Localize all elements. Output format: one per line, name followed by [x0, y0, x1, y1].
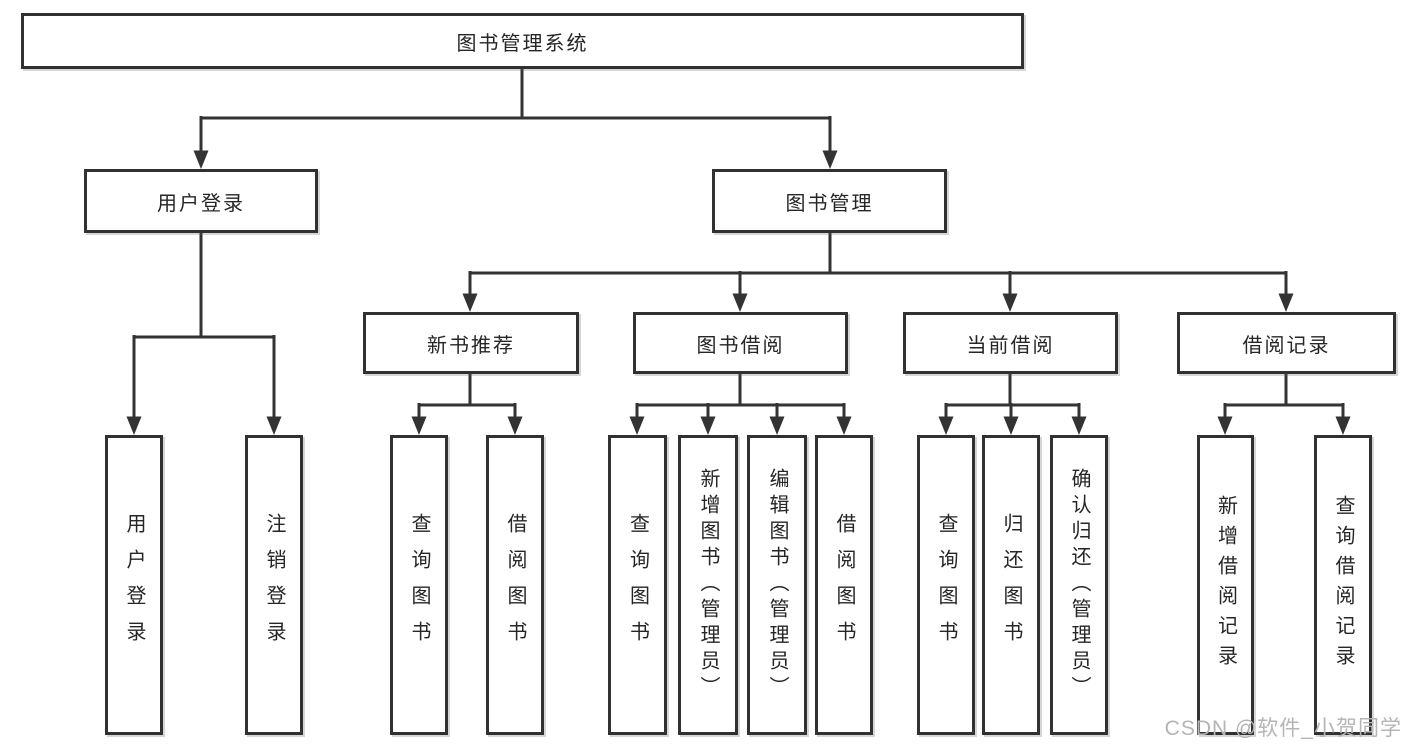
node-label: 新增图书（管理员）	[697, 468, 719, 702]
node-label: 查询图书	[626, 513, 649, 657]
node-book-borrowing: 图书借阅	[633, 312, 848, 374]
node-label: 确认归还（管理员）	[1068, 468, 1090, 702]
node-add-book-admin: 新增图书（管理员）	[678, 435, 738, 735]
node-label: 图书借阅	[696, 334, 785, 357]
node-label: 当前借阅	[966, 334, 1055, 357]
node-label: 用户登录	[157, 192, 245, 215]
node-current-borrowing: 当前借阅	[903, 312, 1118, 374]
node-label: 新增借阅记录	[1214, 495, 1237, 675]
node-return-books: 归还图书	[982, 435, 1040, 735]
node-label: 用户登录	[123, 513, 145, 657]
node-label: 查询图书	[935, 513, 957, 657]
node-query-borrow-record: 查询借阅记录	[1314, 435, 1372, 735]
node-borrow-books-leaf: 借阅图书	[815, 435, 873, 735]
node-query-books-borrow: 查询图书	[608, 435, 667, 735]
node-label: 借阅记录	[1242, 334, 1331, 357]
node-user-login: 用户登录	[84, 169, 318, 233]
node-new-book-recommendation: 新书推荐	[363, 312, 579, 374]
node-label: 借阅图书	[833, 513, 855, 657]
node-label: 编辑图书（管理员）	[766, 468, 788, 702]
node-label: 借阅图书	[504, 513, 526, 657]
node-label: 新书推荐	[427, 334, 515, 357]
node-borrow-books-recommend: 借阅图书	[486, 435, 544, 735]
node-label: 图书管理系统	[456, 32, 589, 55]
node-add-borrow-record: 新增借阅记录	[1197, 435, 1254, 735]
node-label: 归还图书	[1000, 513, 1022, 657]
node-query-books-recommend: 查询图书	[390, 435, 448, 735]
node-edit-book-admin: 编辑图书（管理员）	[747, 435, 807, 735]
node-logout: 注销登录	[245, 435, 303, 735]
node-book-management: 图书管理	[712, 169, 947, 233]
node-label: 查询图书	[408, 513, 430, 657]
node-borrowing-records: 借阅记录	[1177, 312, 1396, 374]
watermark: CSDN @软件_小贺同学	[1164, 717, 1402, 740]
node-label: 注销登录	[263, 513, 285, 657]
node-label: 查询借阅记录	[1332, 495, 1354, 675]
node-confirm-return-admin: 确认归还（管理员）	[1050, 435, 1108, 735]
node-label: 图书管理	[785, 192, 874, 215]
node-query-books-current: 查询图书	[917, 435, 975, 735]
node-library-management-system: 图书管理系统	[21, 13, 1024, 69]
node-user-login-leaf: 用户登录	[105, 435, 163, 735]
